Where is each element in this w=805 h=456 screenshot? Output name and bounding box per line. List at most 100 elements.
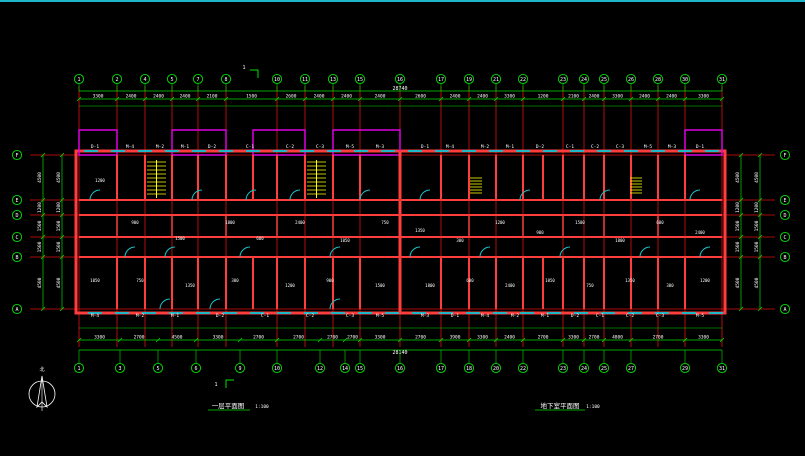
top-dimension-label: 2100 [207,94,218,100]
window-top-border [0,0,805,2]
bottom-dimension-label: 3300 [213,335,224,341]
top-axis-bubble [652,73,664,85]
top-axis-bubble [578,73,590,85]
right-row-bubble [779,231,791,243]
left-row-bubble [11,209,23,221]
bottom-dimension-tick [155,337,161,343]
bottom-axis-bubble [490,362,502,374]
top-axis-bubble-label: 8 [224,77,227,83]
room-tag: M-3 [668,144,676,150]
interior-dimension: 900 [536,230,544,235]
bottom-axis-bubble-label: 14 [342,366,348,372]
room-tag: D-2 [536,144,544,150]
interior-dimension: 1050 [545,278,555,283]
bottom-dimension-label: 2700 [253,335,264,341]
bottom-axis-bubble [598,362,610,374]
top-axis-bubble [394,73,406,85]
top-axis-bubble [73,73,85,85]
right-dimension-label: 1500 [754,220,760,231]
top-axis-bubble [490,73,502,85]
walls [74,129,727,315]
right-inner-dimension-tick [738,254,744,260]
interior-dimension: 2400 [295,220,305,225]
top-dimension-tick [142,96,148,102]
right-row-bubble-label: F [783,153,786,159]
door-swing [164,246,176,258]
top-dimension-label: 2400 [375,94,386,100]
top-dimension-tick [438,96,444,102]
top-axis-bubble-label: 2 [115,77,118,83]
top-dimension-label: 2400 [314,94,325,100]
right-dimension-tick [757,234,763,240]
interior-dimension: 2400 [505,283,515,288]
interior-dimension: 1350 [185,283,195,288]
top-dimension-tick [581,96,587,102]
right-row-bubble-label: A [783,307,786,313]
right-dimension-label: 4500 [754,277,760,288]
room-tag: M-4 [91,313,99,319]
balcony-outline [332,129,401,156]
room-tag: M-1 [541,313,549,319]
top-axis-bubble-label: 24 [581,77,587,83]
right-row-bubble-label: E [783,198,786,204]
room-tag: M-5 [346,144,354,150]
top-dimension-tick [719,96,725,102]
bottom-axis-bubble [463,362,475,374]
bottom-axis-bubble [557,362,569,374]
room-tag: C-3 [346,313,354,319]
axis-grid-lines [30,86,775,347]
left-row-bubble [11,251,23,263]
top-dimension-tick [628,96,634,102]
right-dimension-tick [757,306,763,312]
bottom-axis-bubble-label: 1 [77,366,80,372]
door-swing [689,189,701,201]
top-dimension-tick [601,96,607,102]
right-inner-dimension-tick [738,212,744,218]
left-dimension-label: 1200 [37,202,43,213]
bottom-axis-bubble-label: 15 [357,366,363,372]
room-tag: C-2 [626,313,634,319]
left-row-bubble-label: D [15,213,18,219]
interior-dimension: 1200 [95,178,105,183]
top-dimension-label: 1500 [246,94,257,100]
interior-dimension: 300 [666,283,674,288]
room-tag: C-2 [591,144,599,150]
bottom-dimension-tick [493,337,499,343]
left-inner-dimension-label: 1500 [56,220,62,231]
top-axis-bubble-label: 15 [357,77,363,83]
bottom-axis-bubble [394,362,406,374]
top-dimension-tick [114,96,120,102]
bottom-axis-bubble-label: 5 [156,366,159,372]
right-inner-dimension-tick [738,152,744,158]
bottom-dimension-label: 2700 [327,335,338,341]
room-tag: D-2 [571,313,579,319]
top-dimension-label: 2400 [153,94,164,100]
right-dimension-tick [757,152,763,158]
left-inner-dimension-tick [59,254,65,260]
room-tag: D-1 [421,144,429,150]
bottom-dimension-tick [560,337,566,343]
interior-dimension: 2400 [695,230,705,235]
right-inner-dimension-label: 4500 [735,277,741,288]
top-dimension-tick [223,96,229,102]
interior-dimension: 1800 [225,220,235,225]
top-dimension-label: 3300 [698,94,709,100]
top-axis-bubble-label: 13 [330,77,336,83]
right-dimension-label: 1200 [754,202,760,213]
bottom-dimension-tick [438,337,444,343]
bottom-axis-bubble-label: 20 [493,366,499,372]
right-inner-dimension-tick [738,306,744,312]
left-inner-dimension-tick [59,306,65,312]
bottom-axis-bubble-label: 25 [601,366,607,372]
left-inner-dimension-label: 4500 [56,172,62,183]
top-axis-bubble [679,73,691,85]
top-dimension-tick [76,96,82,102]
door-swing [479,246,491,258]
left-dimension-tick [40,212,46,218]
right-row-bubble [779,251,791,263]
bottom-axis-bubble [271,362,283,374]
bottom-dimension-tick [342,337,348,343]
interior-dimension: 600 [656,220,664,225]
bottom-axis-bubble-label: 9 [238,366,241,372]
right-inner-dimension-label: 1500 [735,220,741,231]
